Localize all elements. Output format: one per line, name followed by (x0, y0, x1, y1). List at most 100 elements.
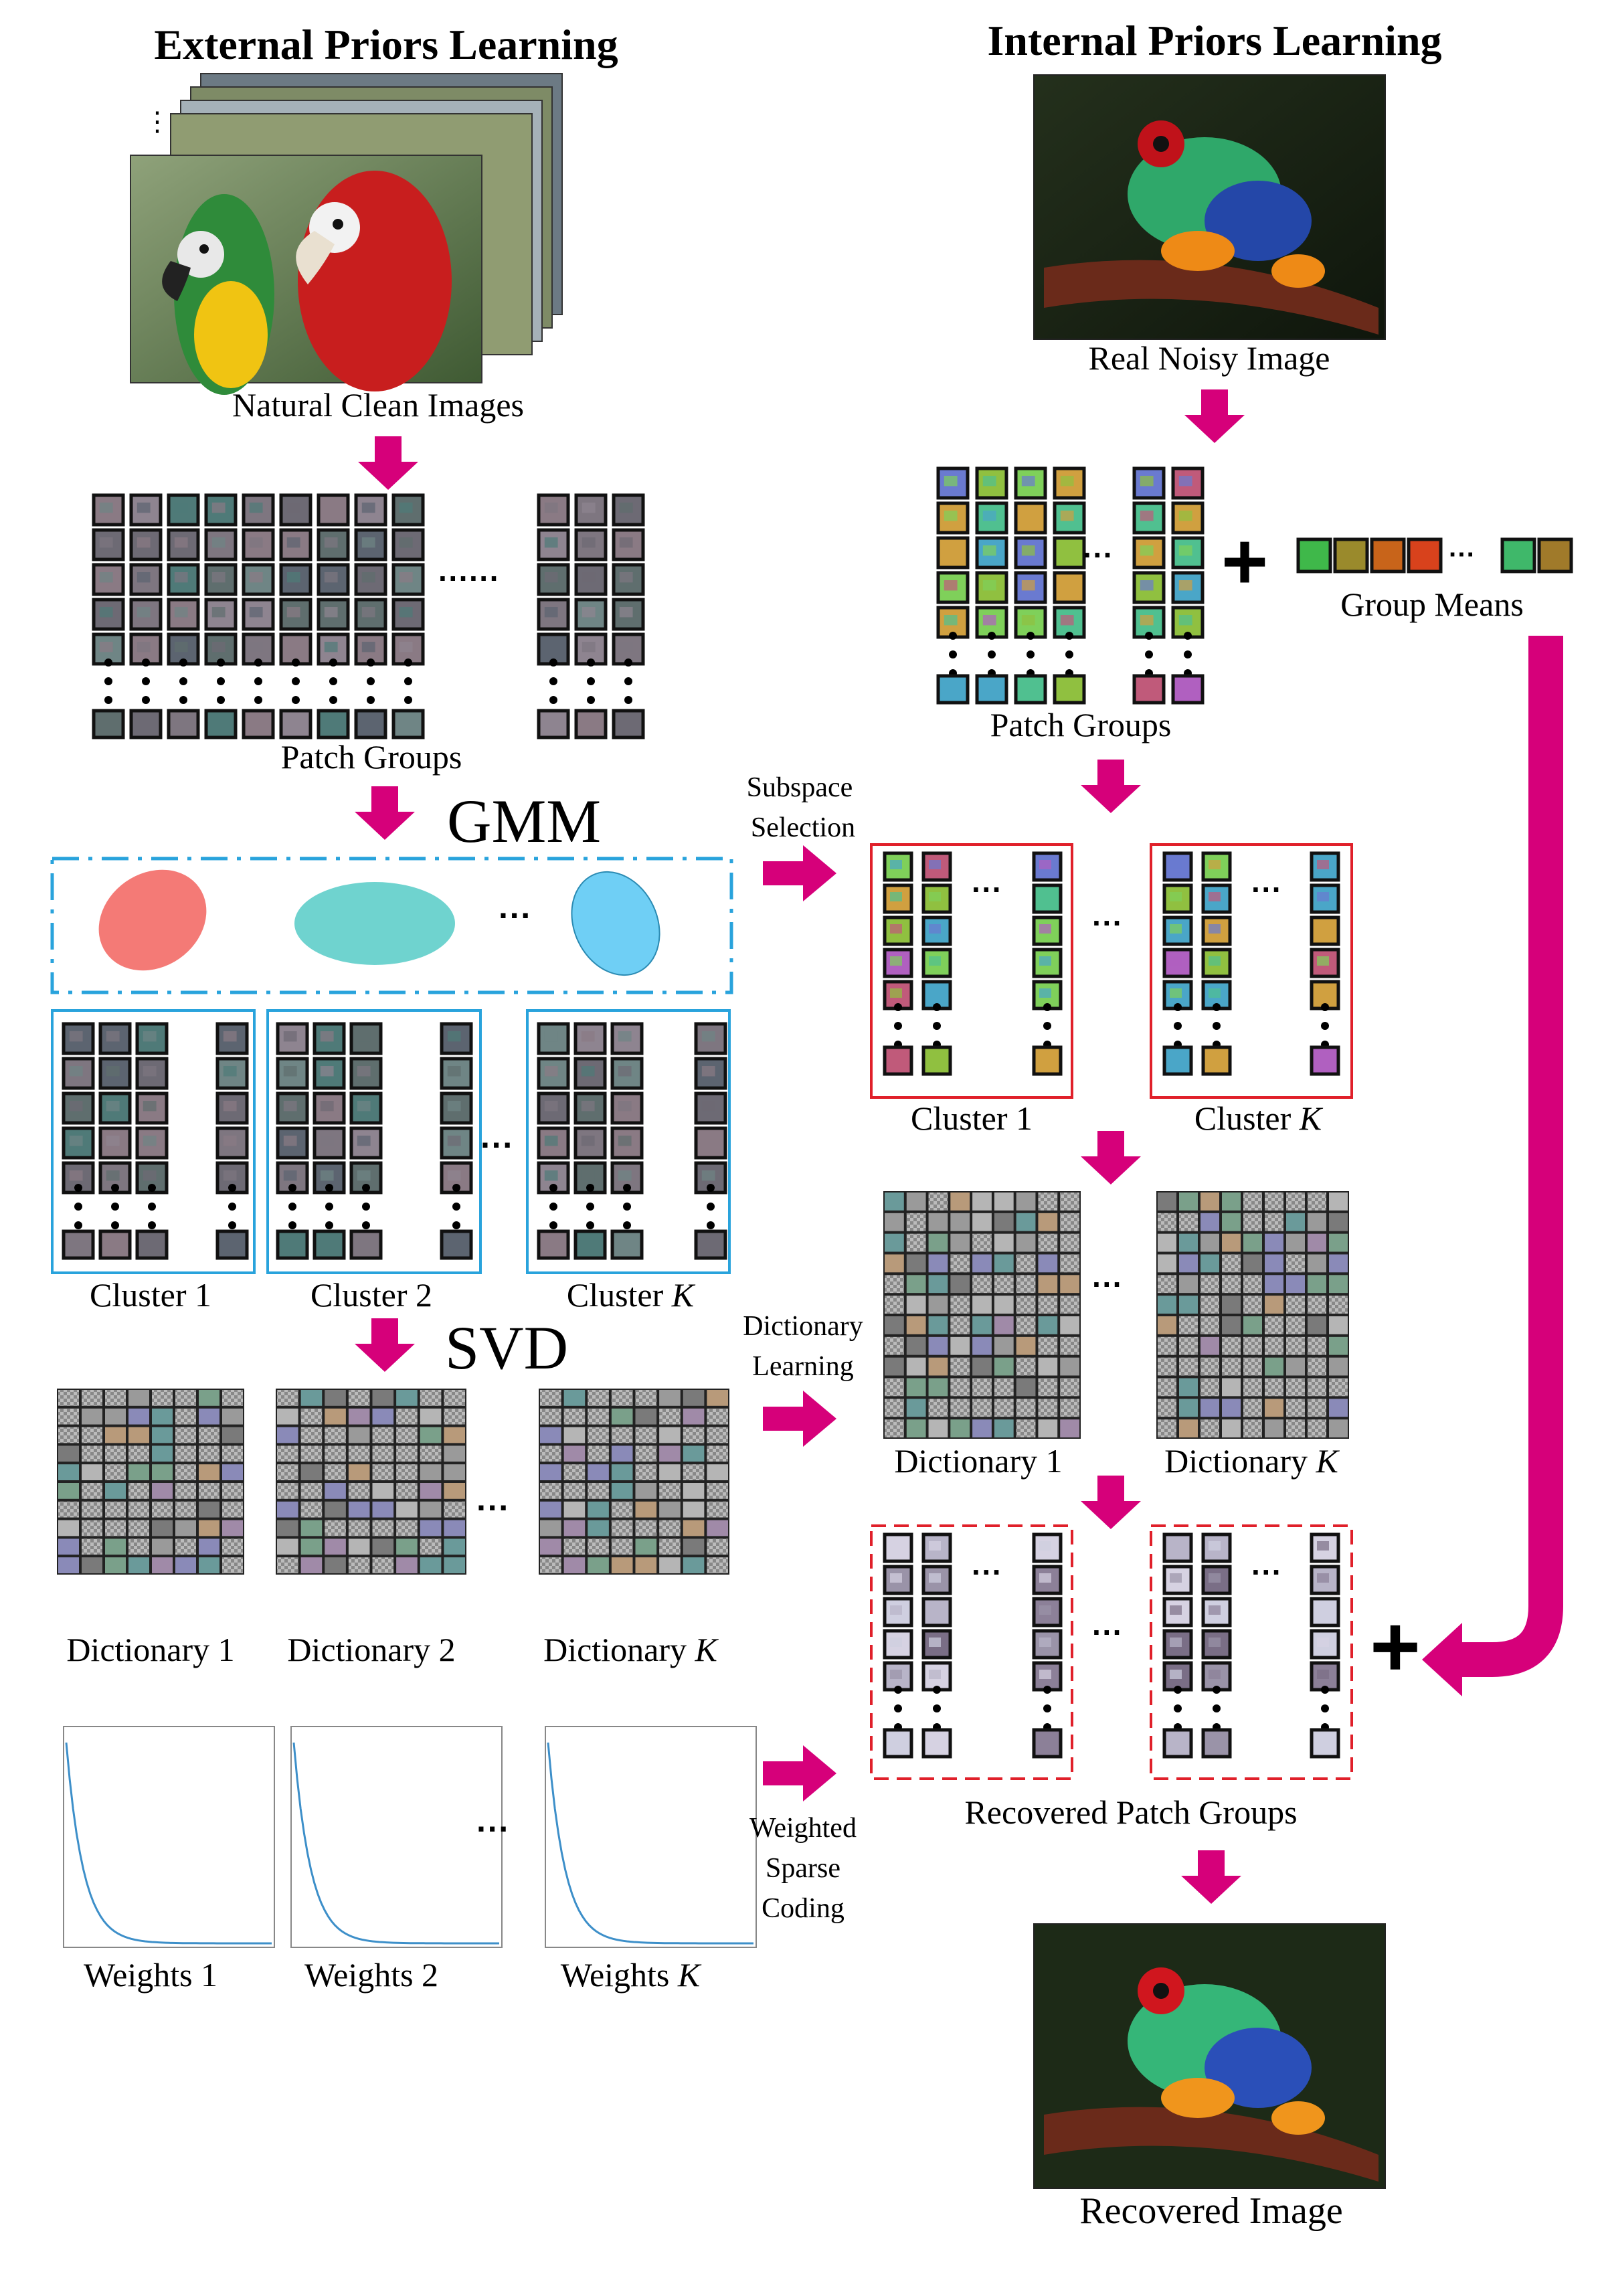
dictionary-atom (105, 1445, 126, 1462)
dictionary-atom (222, 1501, 243, 1518)
patch-tile-detail (1170, 988, 1182, 998)
vertical-dot (988, 632, 996, 640)
patch-tile-detail (1021, 615, 1035, 626)
right-patch-column (975, 466, 1008, 639)
patch-tile-detail (361, 607, 375, 618)
dictionary-atom (1016, 1316, 1036, 1334)
patch-tile (204, 563, 238, 596)
patch-tile-detail (929, 1541, 941, 1551)
arrow-images-to-patch-groups (358, 436, 418, 490)
dictionary-atom (128, 1390, 149, 1406)
right-patch-column (1014, 466, 1047, 639)
dictionary-atom (563, 1427, 586, 1443)
vertical-dot (1321, 1022, 1329, 1030)
dictionary-atom (906, 1336, 926, 1355)
dictionary-atom (1158, 1213, 1176, 1231)
dictionary-atom (128, 1445, 149, 1462)
dictionary-atom (1243, 1254, 1262, 1273)
gmm-ellipse-blue (571, 871, 660, 976)
patch-tile-detail (929, 988, 941, 998)
patch-tile-detail (137, 607, 151, 618)
dictionary-atom (348, 1483, 370, 1499)
dictionary-atom (1286, 1419, 1305, 1437)
dictionary-atom (152, 1390, 173, 1406)
patch-tile-detail (1060, 580, 1074, 591)
patch-tile-detail (1178, 476, 1192, 487)
patch-tile-detail (890, 1573, 902, 1583)
dictionary-atom (928, 1254, 948, 1273)
cluster-patch-column (537, 1022, 570, 1195)
vertical-dot (949, 632, 957, 640)
dictionary-atom (563, 1408, 586, 1425)
dictionary-atom (928, 1296, 948, 1314)
dictionary-atom (1329, 1254, 1348, 1273)
dictionary-atom (82, 1390, 102, 1406)
patch-tile (1310, 851, 1340, 882)
vertical-dot (587, 677, 595, 685)
dictionary-atom (444, 1464, 465, 1480)
recovered-ellipsis-1: ··· (972, 1555, 1002, 1589)
patch-tile-detail (223, 1066, 237, 1077)
vertical-dot (292, 696, 300, 704)
dictionary-atom (635, 1445, 657, 1462)
dictionary-atom (325, 1464, 346, 1480)
patch-tile-detail (582, 572, 596, 583)
dictionary-atom (972, 1399, 992, 1417)
dictionary-atom (199, 1427, 219, 1443)
subspace-selection-label-2: Selection (751, 812, 855, 843)
right-cluster-tile-bottom (1310, 1045, 1340, 1076)
vertical-dot (587, 696, 595, 704)
dictionary-atom (707, 1557, 728, 1573)
right-dictionaries-ellipsis: ··· (1092, 1267, 1123, 1302)
recovered-tile-bottom (1032, 1728, 1063, 1759)
patch-tile-detail (1209, 860, 1221, 869)
left-patch-tile-bottom (354, 709, 387, 739)
patch-tile-detail (701, 1136, 715, 1146)
dictionary-atom (444, 1501, 465, 1518)
dictionary-learning-label-2: Learning (752, 1351, 854, 1382)
patch-tile-detail (211, 503, 226, 513)
recovered-tile-bottom (921, 1728, 952, 1759)
dictionary-atom (1286, 1233, 1305, 1252)
patch-tile-detail (143, 1136, 157, 1146)
dictionary-atom (1243, 1275, 1262, 1294)
dictionary-atom (420, 1501, 442, 1518)
gmm-ellipse-red (98, 869, 207, 971)
right-cluster-k-label: Cluster K (1194, 1099, 1324, 1137)
cluster-patch-column (440, 1022, 473, 1195)
vertical-dot (404, 658, 412, 667)
patch-tile-detail (137, 537, 151, 548)
dictionary-atom (950, 1357, 970, 1376)
dictionary-atom (1243, 1336, 1262, 1355)
dictionary-atom (105, 1427, 126, 1443)
dictionary-atom (928, 1275, 948, 1294)
dictionary-atom (563, 1464, 586, 1480)
dictionary-atom (950, 1296, 970, 1314)
dictionary-atom (972, 1233, 992, 1252)
dictionary-atom (58, 1464, 79, 1480)
patch-tile-detail (618, 1066, 632, 1077)
dictionary-atom (611, 1557, 633, 1573)
vertical-dot (1174, 1003, 1182, 1011)
patch-tile-detail (890, 988, 902, 998)
left-patch-tile-bottom (391, 709, 425, 739)
patch-tile (317, 563, 350, 596)
dictionary-atom (950, 1213, 970, 1231)
dictionary-atom (588, 1390, 609, 1406)
vertical-dot (894, 1022, 902, 1030)
left-patch-column (92, 493, 125, 666)
dictionary-atom (928, 1419, 948, 1437)
vertical-dot (292, 658, 300, 667)
patch-tile (574, 598, 608, 631)
dictionary-atom (885, 1399, 904, 1417)
arrows-layer (355, 389, 1245, 1904)
group-means-to-plus-arrow (1459, 636, 1563, 1677)
right-dictionary-1-grid (883, 1191, 1081, 1439)
patch-tile-detail (137, 503, 151, 513)
dictionary-atom (1038, 1336, 1058, 1355)
dictionary-atom (1016, 1213, 1036, 1231)
vertical-dot (707, 1203, 715, 1211)
vertical-dot (148, 1203, 156, 1211)
dictionary-atom (1329, 1378, 1348, 1397)
